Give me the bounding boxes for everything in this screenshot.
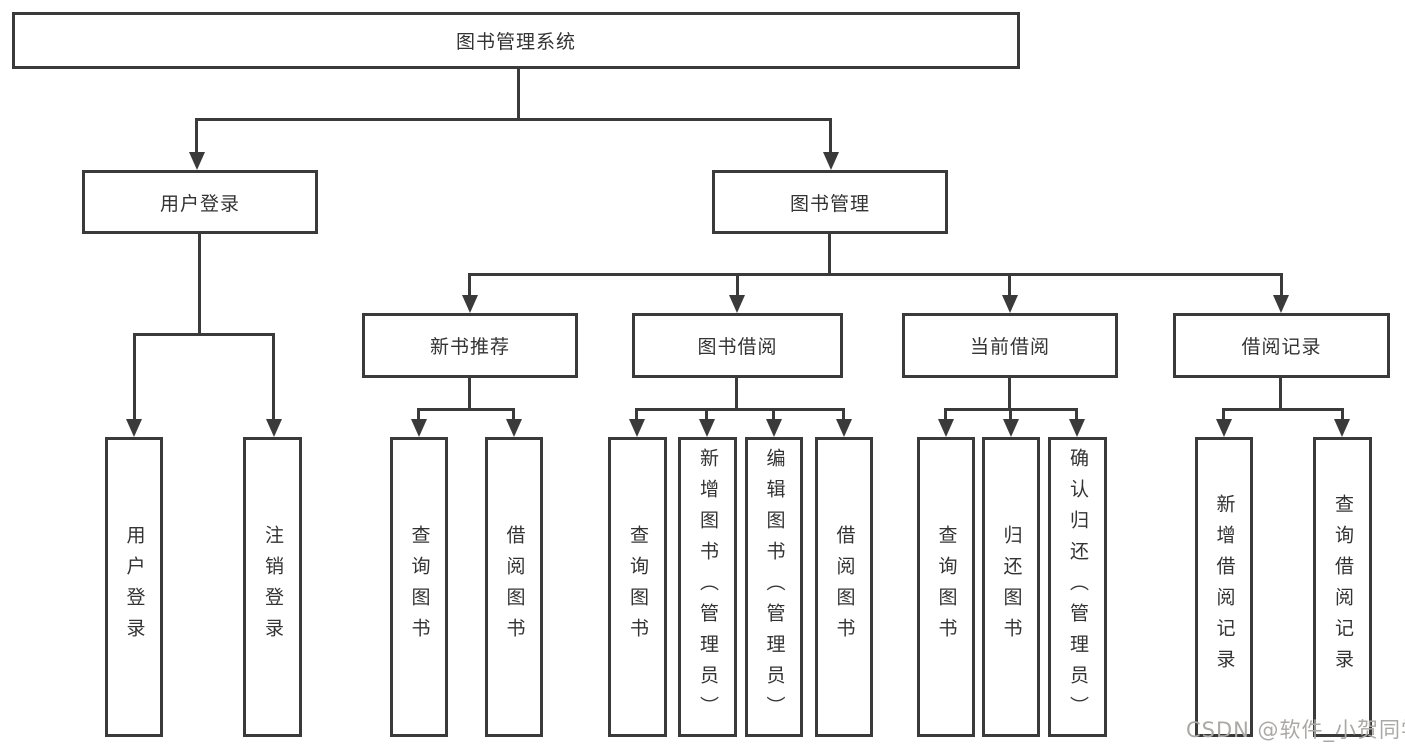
arrowhead-icon [266, 419, 282, 437]
connector-line [512, 408, 515, 421]
leaf-user-login: 用户登录 [105, 437, 163, 737]
node-book-management: 图书管理 [712, 170, 948, 234]
leaf-label: 新增图书（管理员） [697, 447, 719, 727]
node-borrow-records-label: 借阅记录 [1241, 336, 1322, 358]
connector-line [468, 273, 1282, 276]
leaf-label: 查询借阅记录 [1332, 494, 1354, 680]
leaf-query-books-3: 查询图书 [917, 437, 975, 737]
connector-line [1280, 273, 1283, 297]
arrowhead-icon [1002, 295, 1018, 313]
arrowhead-icon [823, 152, 839, 170]
node-root-label: 图书管理系统 [455, 31, 576, 53]
connector-line [1008, 377, 1011, 410]
leaf-label: 查询图书 [935, 525, 958, 649]
connector-line [772, 408, 775, 421]
arrowhead-icon [938, 419, 954, 437]
connector-line [736, 273, 739, 297]
leaf-query-borrow-record: 查询借阅记录 [1313, 437, 1372, 737]
leaf-edit-books-admin: 编辑图书（管理员） [745, 437, 803, 737]
arrowhead-icon [1216, 419, 1232, 437]
leaf-borrow-books-2: 借阅图书 [815, 437, 873, 737]
connector-line [1222, 408, 1343, 411]
leaf-label: 用户登录 [123, 525, 146, 649]
leaf-add-borrow-record: 新增借阅记录 [1195, 437, 1253, 737]
node-book-borrow-label: 图书借阅 [697, 336, 778, 358]
leaf-label: 新增借阅记录 [1213, 494, 1236, 680]
arrowhead-icon [126, 419, 142, 437]
connector-line [196, 118, 832, 121]
connector-line [1008, 273, 1011, 297]
connector-line [1009, 408, 1012, 421]
connector-line [417, 408, 420, 421]
connector-line [195, 118, 198, 156]
arrowhead-icon [729, 295, 745, 313]
arrowhead-icon [836, 419, 852, 437]
connector-line [1341, 408, 1344, 421]
connector-line [517, 68, 520, 120]
connector-line [272, 333, 275, 421]
node-user-login: 用户登录 [82, 170, 318, 234]
leaf-label: 借阅图书 [833, 525, 856, 649]
connector-line [133, 333, 275, 336]
connector-line [417, 408, 515, 411]
leaf-add-books-admin: 新增图书（管理员） [678, 437, 737, 737]
watermark: CSDN @软件_小贺同学 [1186, 718, 1405, 742]
node-borrow-records: 借阅记录 [1173, 313, 1390, 378]
leaf-label: 查询图书 [408, 525, 431, 649]
leaf-borrow-books-1: 借阅图书 [485, 437, 543, 737]
connector-line [842, 408, 845, 421]
leaf-query-books-2: 查询图书 [608, 437, 667, 737]
arrowhead-icon [506, 419, 522, 437]
node-user-login-label: 用户登录 [159, 192, 240, 215]
leaf-label: 查询图书 [627, 525, 649, 649]
leaf-label: 借阅图书 [503, 525, 526, 649]
arrowhead-icon [462, 295, 478, 313]
connector-line [468, 377, 471, 410]
arrowhead-icon [189, 152, 205, 170]
leaf-query-books-1: 查询图书 [390, 437, 448, 737]
leaf-return-books: 归还图书 [982, 437, 1040, 737]
connector-line [944, 408, 947, 421]
connector-line [1075, 408, 1078, 421]
arrowhead-icon [766, 419, 782, 437]
leaf-label: 确认归还（管理员） [1067, 447, 1089, 727]
connector-line [735, 377, 738, 410]
leaf-logout: 注销登录 [243, 437, 302, 737]
node-new-book-recommend: 新书推荐 [362, 313, 578, 378]
connector-line [1222, 408, 1225, 421]
node-root: 图书管理系统 [12, 12, 1020, 69]
connector-line [635, 408, 638, 421]
connector-line [133, 333, 136, 421]
connector-line [829, 118, 832, 156]
arrowhead-icon [1069, 419, 1085, 437]
node-current-borrow-label: 当前借阅 [969, 336, 1050, 358]
leaf-label: 注销登录 [262, 525, 284, 649]
arrowhead-icon [699, 419, 715, 437]
node-current-borrow: 当前借阅 [902, 313, 1118, 378]
node-book-borrow: 图书借阅 [632, 313, 843, 378]
arrowhead-icon [411, 419, 427, 437]
connector-line [468, 273, 471, 297]
arrowhead-icon [1003, 419, 1019, 437]
leaf-label: 归还图书 [1000, 525, 1023, 649]
arrowhead-icon [629, 419, 645, 437]
connector-line [198, 233, 201, 336]
node-new-book-recommend-label: 新书推荐 [429, 336, 510, 358]
arrowhead-icon [1334, 419, 1350, 437]
leaf-confirm-return-admin: 确认归还（管理员） [1048, 437, 1107, 737]
connector-line [635, 408, 845, 411]
node-book-management-label: 图书管理 [789, 192, 870, 215]
connector-line [828, 233, 831, 276]
leaf-label: 编辑图书（管理员） [763, 447, 786, 727]
connector-line [705, 408, 708, 421]
connector-line [1279, 377, 1282, 410]
arrowhead-icon [1273, 295, 1289, 313]
